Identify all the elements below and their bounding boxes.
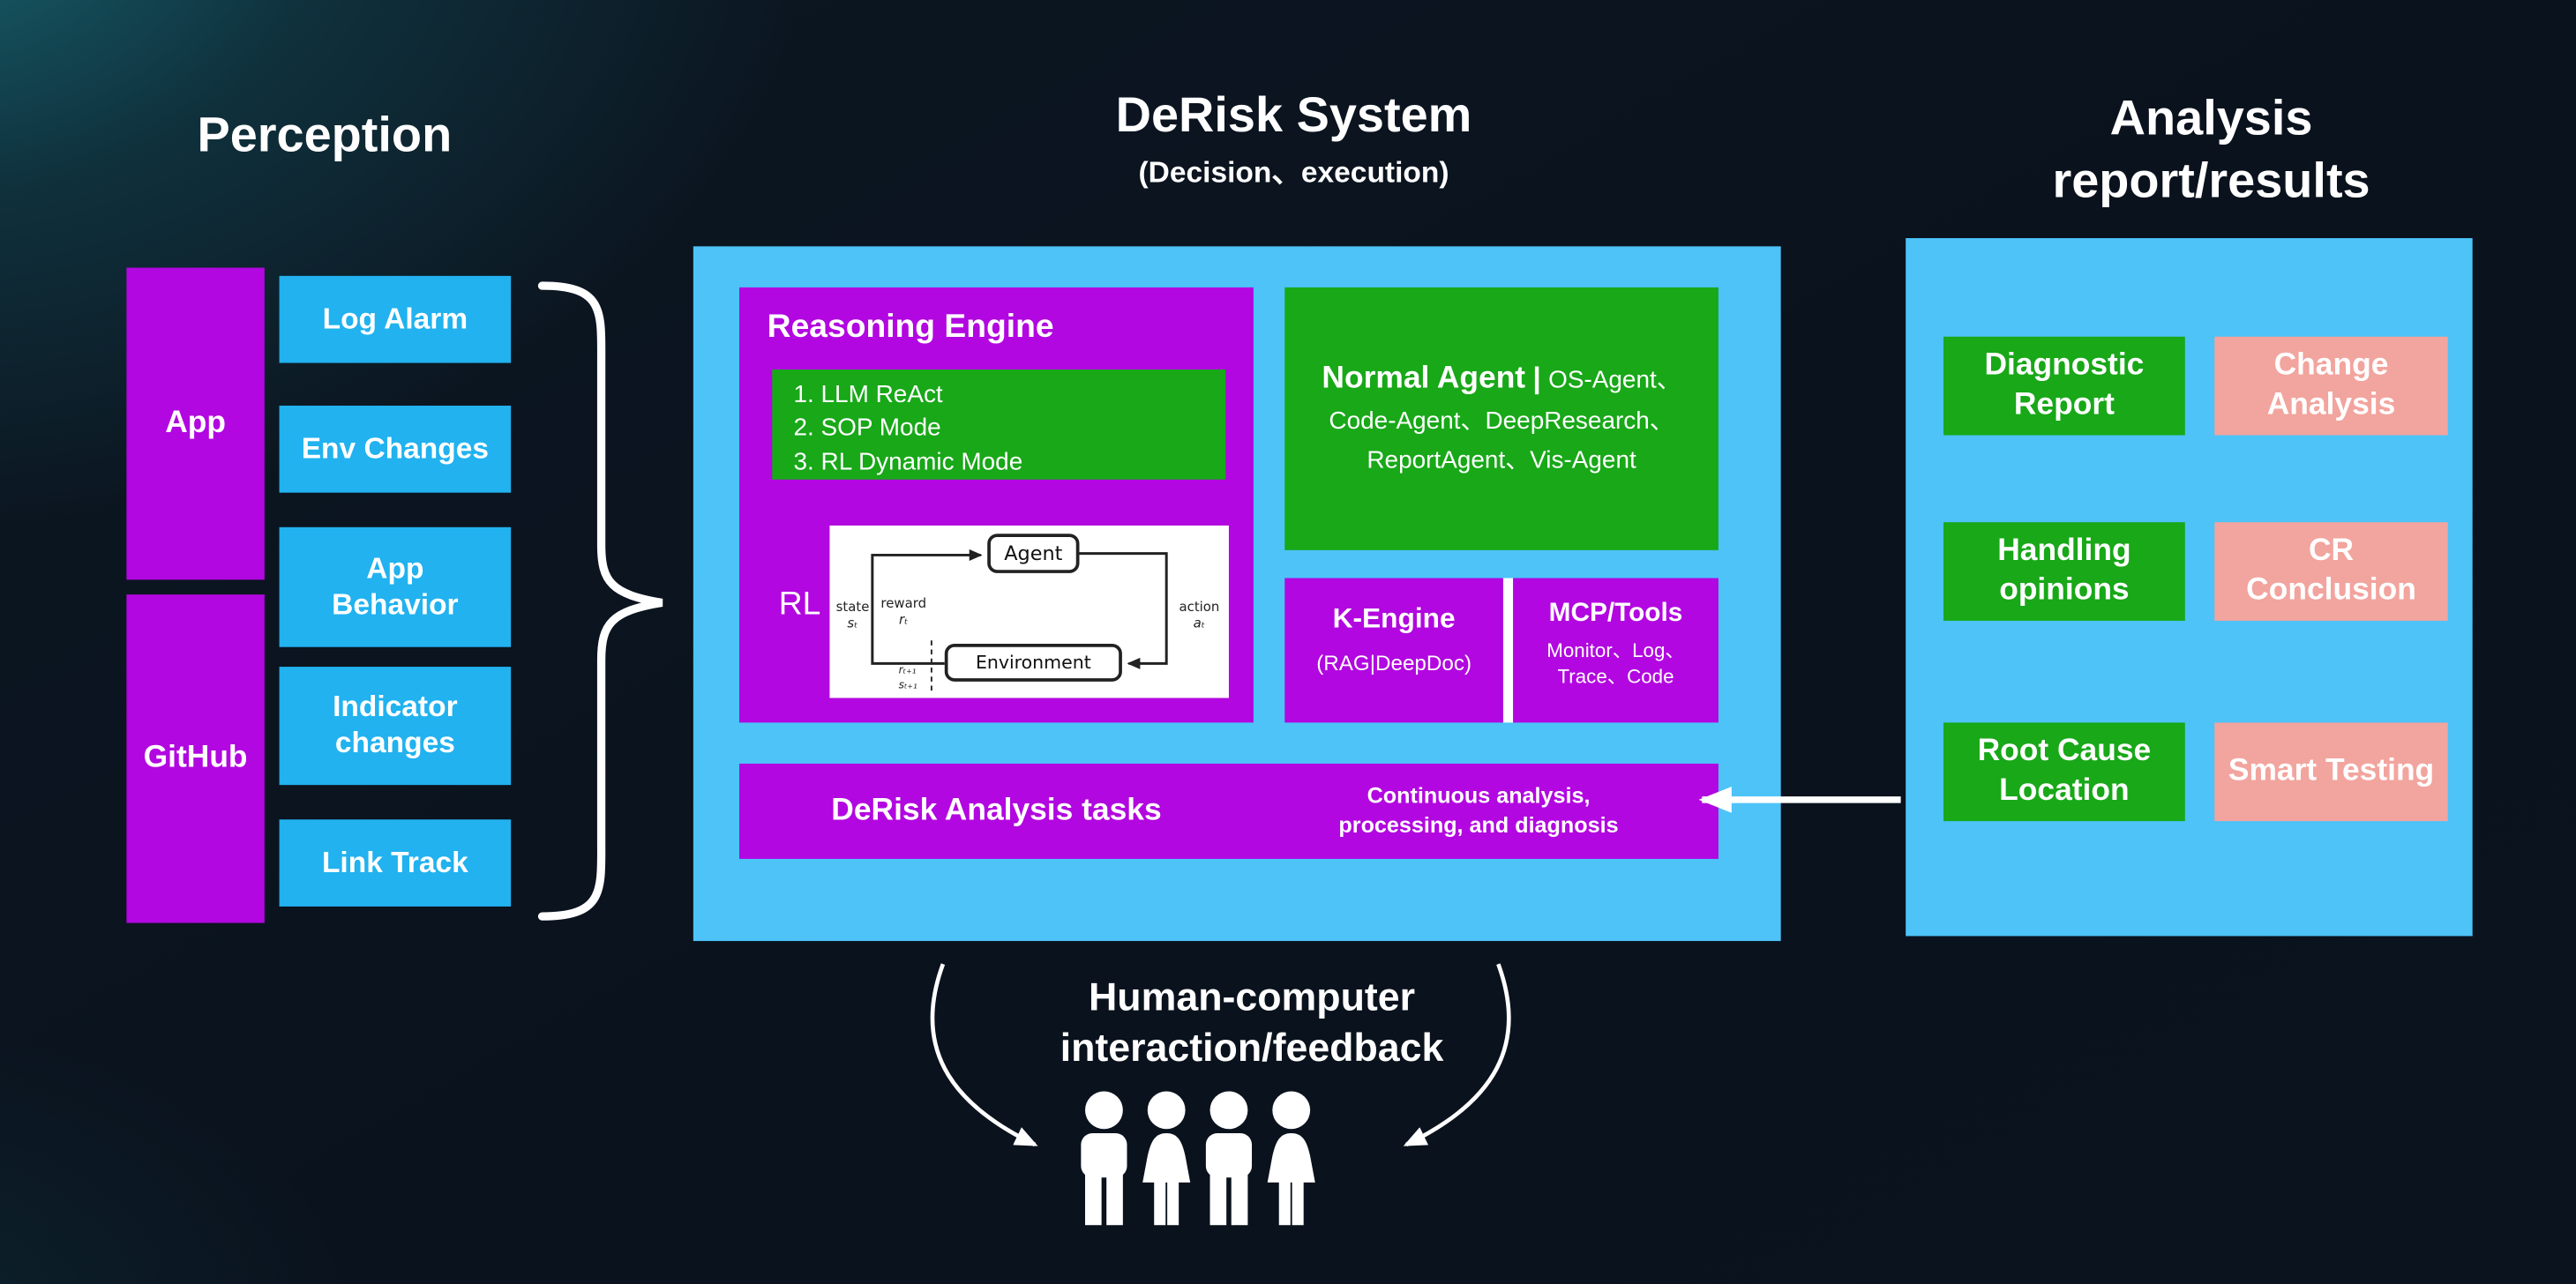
signal-label-app-behavior: App Behavior bbox=[332, 551, 459, 620]
rl-environment-node: Environment bbox=[944, 643, 1122, 682]
reasoning-modes-box: 1. LLM ReAct 2. SOP Mode 3. RL Dynamic M… bbox=[772, 370, 1226, 480]
mcp-tools-subtitle: Monitor、Log、Trace、Code bbox=[1546, 638, 1685, 689]
k-engine-title: K-Engine bbox=[1332, 602, 1456, 634]
rl-state-reward-arrow bbox=[871, 549, 983, 665]
k-engine-mcp-divider bbox=[1502, 578, 1514, 723]
result-box-diagnostic-report: Diagnostic Report bbox=[1943, 336, 2185, 436]
derisk-system-subtitle: (Decision、execution) bbox=[1138, 155, 1449, 190]
mcp-tools-box: MCP/Tools Monitor、Log、Trace、Code bbox=[1513, 578, 1719, 723]
rl-action-label: action aₜ bbox=[1172, 600, 1227, 631]
derisk-analysis-tasks-box: DeRisk Analysis tasks Continuous analysi… bbox=[739, 763, 1719, 859]
signal-label-env-changes: Env Changes bbox=[301, 431, 490, 465]
rl-reward-word: reward bbox=[880, 595, 927, 611]
normal-agent-list: OS-Agent、Code-Agent、DeepResearch、ReportA… bbox=[1329, 365, 1681, 475]
reasoning-engine-box: Reasoning Engine 1. LLM ReAct 2. SOP Mod… bbox=[739, 287, 1254, 723]
source-label-app: App bbox=[165, 405, 226, 441]
signal-box-log-alarm: Log Alarm bbox=[279, 275, 512, 363]
mode-sop: 2. SOP Mode bbox=[793, 414, 941, 443]
person-icon-3 bbox=[1205, 1091, 1253, 1226]
result-box-change-analysis: Change Analysis bbox=[2214, 336, 2448, 436]
result-box-cr-conclusion: CR Conclusion bbox=[2214, 522, 2448, 621]
k-engine-box: K-Engine (RAG|DeepDoc) bbox=[1284, 578, 1503, 723]
rl-action-symbol: aₜ bbox=[1193, 615, 1206, 631]
rl-state-symbol: sₜ bbox=[847, 615, 858, 631]
rl-label: RL bbox=[778, 586, 821, 623]
reasoning-engine-title: Reasoning Engine bbox=[767, 309, 1054, 346]
analysis-report-header: Analysis report/results bbox=[1972, 89, 2452, 213]
normal-agent-title: Normal Agent bbox=[1322, 361, 1526, 396]
hci-feedback-line1: Human-computer bbox=[1089, 975, 1416, 1020]
analysis-header-line1: Analysis bbox=[2109, 92, 2313, 146]
perception-title: Perception bbox=[197, 108, 453, 163]
hci-feedback-label: Human-computer interaction/feedback bbox=[972, 972, 1531, 1074]
rl-state-word: state bbox=[835, 599, 870, 615]
signal-box-link-track: Link Track bbox=[279, 819, 512, 907]
mode-llm-react: 1. LLM ReAct bbox=[793, 381, 943, 409]
person-icon-2 bbox=[1142, 1091, 1191, 1226]
rl-agent-node: Agent bbox=[987, 534, 1080, 573]
result-box-root-cause-location: Root Cause Location bbox=[1943, 722, 2185, 822]
result-box-handling-opinions: Handling opinions bbox=[1943, 522, 2185, 621]
people-icon bbox=[1081, 1091, 1315, 1226]
mcp-tools-title: MCP/Tools bbox=[1548, 599, 1683, 628]
analysis-tasks-description: Continuous analysis, processing, and dia… bbox=[1338, 782, 1619, 838]
rl-next-state-symbol: sₜ₊₁ bbox=[898, 678, 917, 692]
normal-agent-text: Normal Agent | OS-Agent、Code-Agent、DeepR… bbox=[1307, 356, 1695, 482]
normal-agent-separator: | bbox=[1532, 361, 1541, 394]
hci-feedback-line2: interaction/feedback bbox=[1060, 1026, 1444, 1071]
source-box-app: App bbox=[126, 267, 265, 580]
analysis-header-line2: report/results bbox=[2052, 153, 2370, 208]
signal-box-app-behavior: App Behavior bbox=[279, 526, 512, 647]
rl-action-arrow bbox=[1079, 552, 1168, 669]
analysis-tasks-title: DeRisk Analysis tasks bbox=[831, 793, 1162, 828]
k-engine-subtitle: (RAG|DeepDoc) bbox=[1316, 650, 1472, 676]
rl-loop-diagram: Agent Environment state sₜ reward rₜ act… bbox=[829, 525, 1229, 698]
signal-box-indicator-changes: Indicator changes bbox=[279, 667, 512, 786]
rl-action-word: action bbox=[1179, 599, 1220, 615]
person-icon-4 bbox=[1267, 1091, 1315, 1226]
mode-rl-dynamic: 3. RL Dynamic Mode bbox=[793, 447, 1023, 476]
normal-agent-box: Normal Agent | OS-Agent、Code-Agent、DeepR… bbox=[1284, 287, 1719, 550]
rl-loop-arrows bbox=[871, 549, 1168, 692]
derisk-system-title: DeRisk System bbox=[1115, 88, 1472, 144]
rl-next-reward-symbol: rₜ₊₁ bbox=[898, 663, 917, 677]
signal-box-env-changes: Env Changes bbox=[279, 405, 512, 493]
signal-label-link-track: Link Track bbox=[321, 845, 468, 878]
source-box-github: GitHub bbox=[126, 594, 265, 923]
derisk-system-header: DeRisk System (Decision、execution) bbox=[985, 89, 1601, 192]
result-box-smart-testing: Smart Testing bbox=[2214, 722, 2448, 822]
rl-reward-symbol: rₜ bbox=[898, 611, 909, 627]
perception-brace bbox=[537, 281, 663, 921]
rl-reward-label: reward rₜ bbox=[877, 596, 930, 628]
person-icon-1 bbox=[1081, 1091, 1127, 1226]
signal-label-log-alarm: Log Alarm bbox=[322, 302, 468, 335]
signal-label-indicator-changes: Indicator changes bbox=[333, 690, 458, 759]
rl-state-label: state sₜ bbox=[831, 600, 873, 631]
source-label-github: GitHub bbox=[143, 740, 248, 775]
